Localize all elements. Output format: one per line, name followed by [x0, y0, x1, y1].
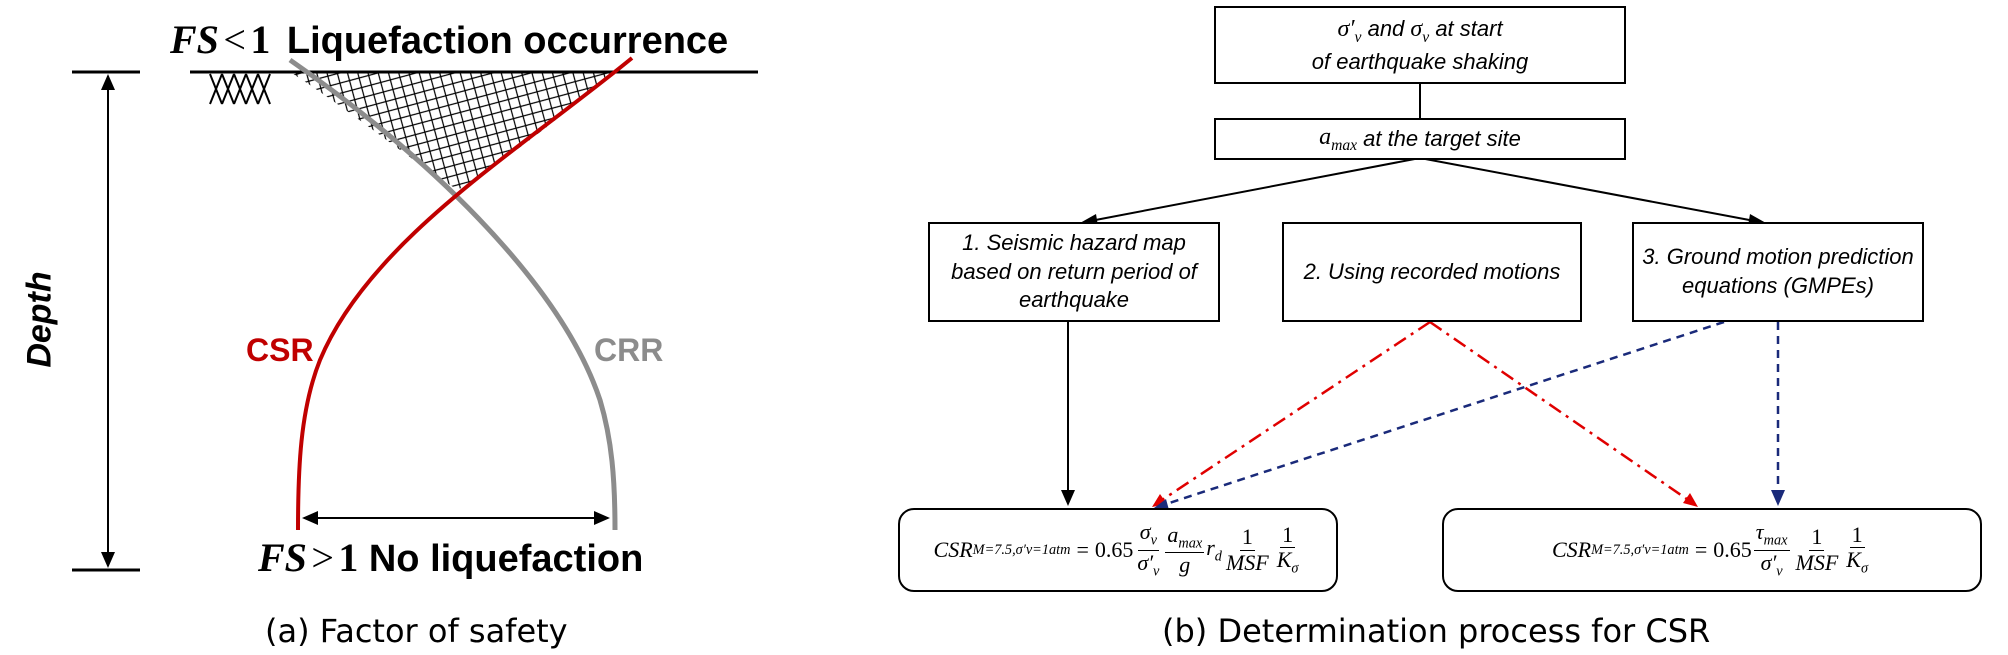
amax-suffix: at the target site: [1363, 125, 1521, 151]
crr-curve: [288, 57, 618, 531]
formula-right-coef: 0.65: [1713, 537, 1752, 562]
csr-curve: [296, 56, 634, 531]
liquefaction-occurrence-label: Liquefaction occurrence: [286, 20, 729, 62]
bottom-fs-label: FS > 1 No liquefaction: [258, 534, 643, 581]
method2-line1: 2. Using recorded motions: [1303, 258, 1561, 284]
stress-state-line1: σ′v and σv at start: [1337, 15, 1503, 46]
method3-line1: 3. Ground motion prediction: [1642, 244, 1914, 270]
caption-a: (a) Factor of safety: [265, 612, 568, 650]
crr-label: CRR: [594, 332, 664, 368]
top-fs-label: FS < 1 Liquefaction occurrence: [170, 16, 728, 63]
stress-state-box: σ′v and σv at start of earthquake shakin…: [1214, 6, 1626, 84]
method-seismic-hazard-map-box: 1. Seismic hazard map based on return pe…: [928, 222, 1220, 322]
method1-line2: based on return period of: [951, 258, 1197, 284]
csr-label: CSR: [246, 332, 314, 368]
fs-num-top: 1: [250, 17, 271, 62]
depth-arrow-bottom: [101, 552, 115, 568]
amax-box: amax at the target site: [1214, 118, 1626, 160]
fs-num-bottom: 1: [338, 535, 359, 580]
no-liquefaction-label: No liquefaction: [368, 538, 644, 580]
stress-state-line2: of earthquake shaking: [1311, 48, 1529, 74]
ground-hatch: [209, 73, 271, 105]
fs-symbol-bottom: FS: [258, 535, 307, 580]
formula-left-coef: 0.65: [1094, 537, 1134, 562]
formula-right-subscript: M=7.5,σ′v=1atm: [1591, 541, 1689, 558]
stress-state-and: and: [1367, 15, 1405, 41]
method3-line2: equations (GMPEs): [1682, 273, 1874, 298]
method1-line1: 1. Seismic hazard map: [962, 230, 1186, 256]
method-recorded-motions-box: 2. Using recorded motions: [1282, 222, 1582, 322]
stress-state-rest: at start: [1435, 15, 1503, 41]
method-gmpe-box: 3. Ground motion prediction equations (G…: [1632, 222, 1924, 322]
method1-line3: earthquake: [1018, 287, 1130, 313]
liquefaction-zone: [290, 72, 612, 190]
depth-arrow-top: [101, 74, 115, 90]
fs-symbol-top: FS: [170, 17, 219, 62]
fs-op-bottom: >: [311, 535, 334, 580]
fs-op-top: <: [223, 17, 246, 62]
panel-a-diagram: [72, 56, 758, 572]
caption-b: (b) Determination process for CSR: [1162, 612, 1711, 650]
formula-left-subscript: M=7.5,σ′v=1atm: [972, 541, 1071, 558]
